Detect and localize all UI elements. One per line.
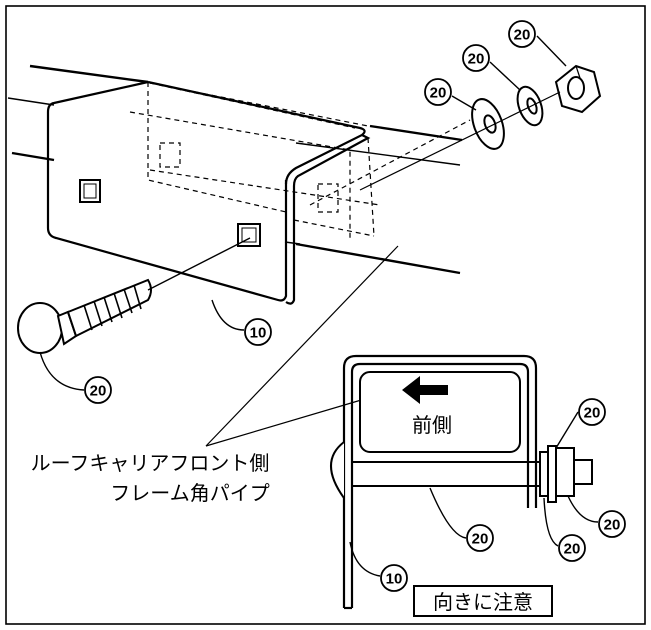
part-number: 20	[514, 27, 531, 44]
callout-20-bolt: 20	[39, 351, 112, 404]
part-number: 20	[468, 51, 485, 68]
pipe-label-line1: ルーフキャリアフロント側	[31, 451, 270, 475]
callout-10-section: 10	[349, 541, 408, 592]
axis-line	[359, 91, 561, 191]
direction-note-box: 向きに注意	[413, 585, 553, 617]
diagram-border	[5, 5, 646, 625]
pipe-label-line2: フレーム角パイプ	[110, 481, 269, 505]
callout-20-washer: 20	[555, 398, 606, 449]
pipe-label-leaders	[205, 245, 399, 447]
bracket-part-10	[46, 80, 371, 305]
part-number: 20	[90, 383, 107, 400]
part-number: 20	[604, 517, 621, 534]
washer-spring	[516, 85, 544, 127]
section-bracket-10	[342, 354, 538, 610]
front-arrow-icon	[402, 376, 448, 404]
front-label: 前側	[412, 413, 452, 437]
section-bolt	[330, 441, 593, 503]
callout-20-top-mid: 20	[462, 44, 521, 91]
part-number: 10	[250, 325, 267, 342]
callout-20-nut: 20	[567, 495, 626, 538]
part-number: 20	[430, 85, 447, 102]
washer-flat	[471, 98, 505, 150]
direction-note: 向きに注意	[433, 590, 533, 614]
carriage-bolt	[17, 237, 251, 354]
part-number: 20	[472, 531, 489, 548]
hidden-edges	[129, 82, 471, 238]
part-number: 20	[564, 541, 581, 558]
callout-10-top: 10	[211, 299, 272, 346]
section-pipe	[359, 371, 521, 453]
part-number: 10	[386, 571, 403, 588]
callout-20-top-right: 20	[508, 20, 567, 67]
hex-nut	[554, 64, 602, 114]
part-number: 20	[584, 405, 601, 422]
callout-20-bolt-section: 20	[429, 487, 494, 552]
callout-20-spring: 20	[543, 497, 586, 562]
callout-20-top-left: 20	[424, 78, 477, 111]
